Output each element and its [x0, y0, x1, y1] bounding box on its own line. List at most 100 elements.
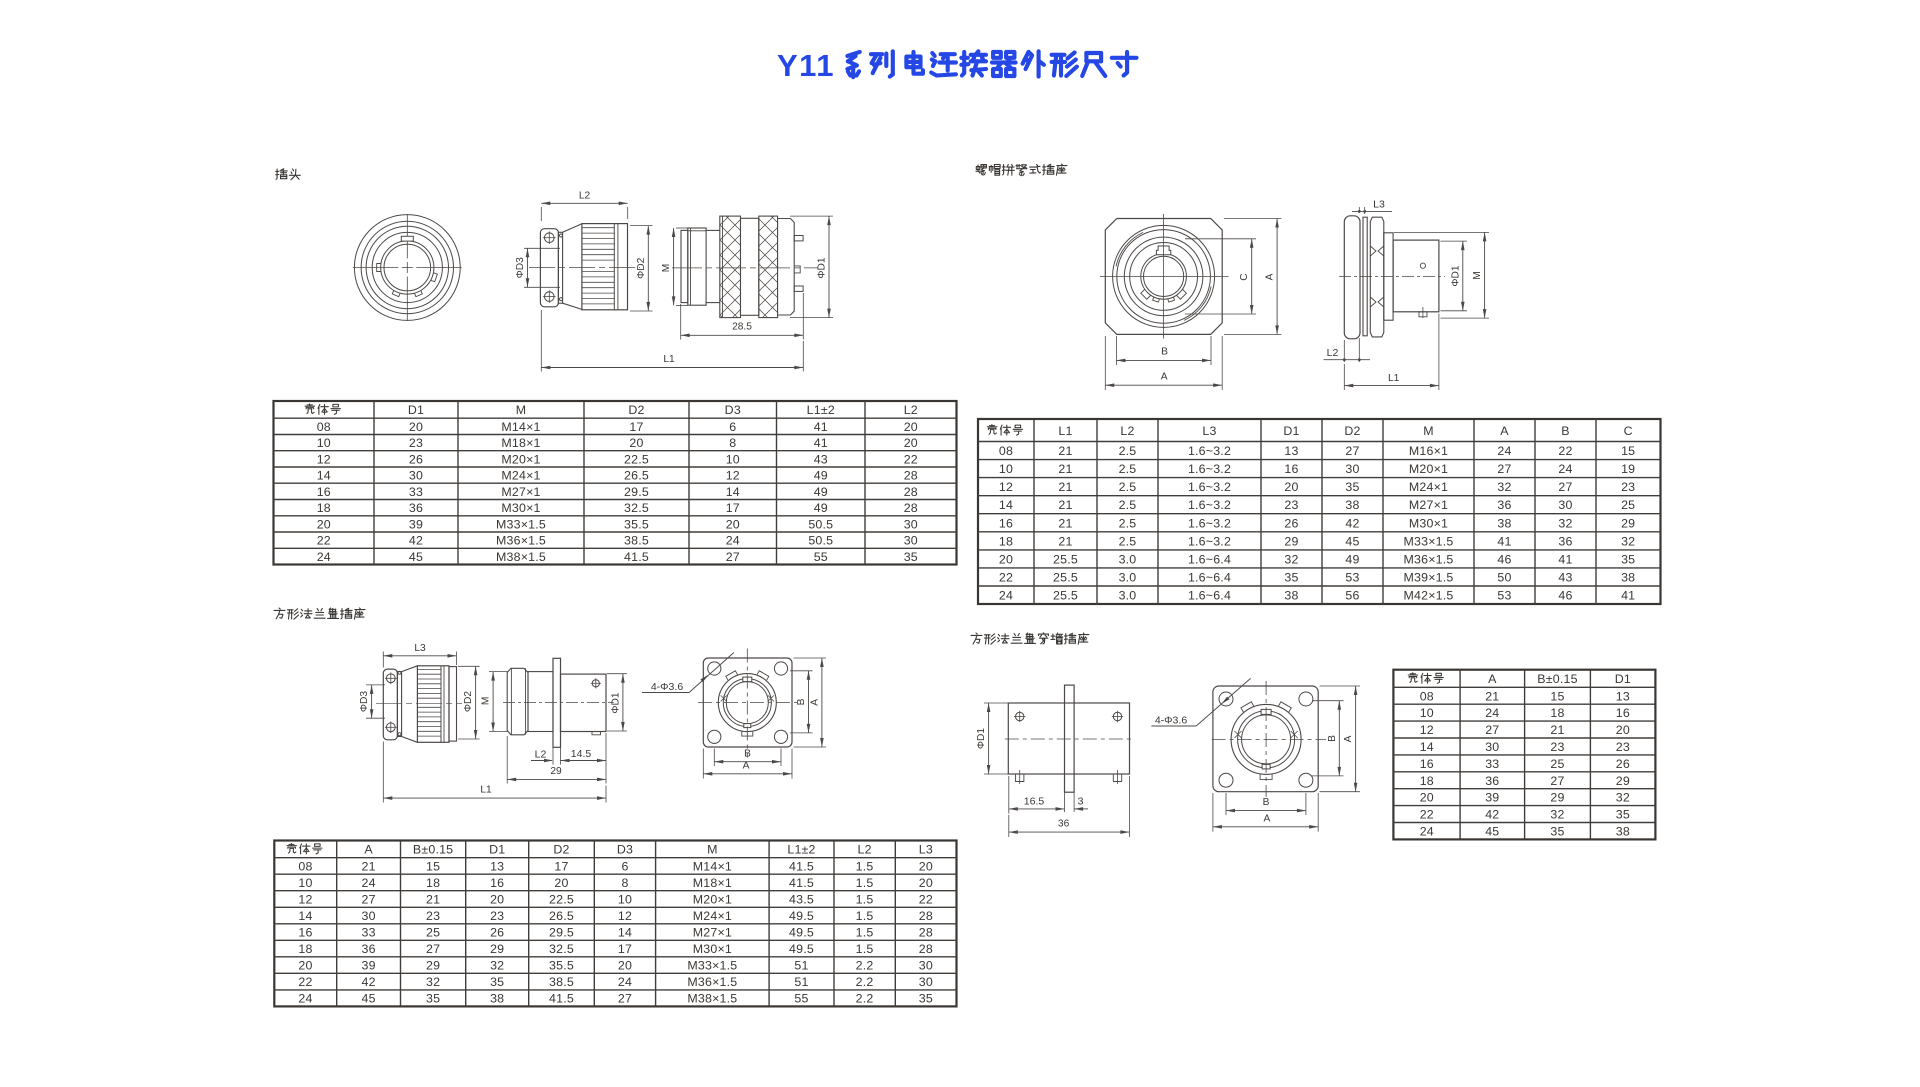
svg-text:35: 35: [490, 975, 504, 989]
svg-text:49: 49: [814, 501, 828, 515]
svg-text:14: 14: [317, 469, 331, 483]
svg-text:D2: D2: [628, 403, 644, 417]
svg-text:L2: L2: [535, 749, 547, 761]
svg-text:L3: L3: [414, 643, 426, 654]
svg-text:41.5: 41.5: [789, 860, 814, 874]
svg-text:M38×1.5: M38×1.5: [496, 550, 546, 564]
svg-text:49.5: 49.5: [789, 942, 814, 956]
svg-text:18: 18: [1550, 706, 1564, 720]
svg-text:24: 24: [1420, 825, 1434, 839]
svg-text:1.5: 1.5: [856, 860, 874, 874]
svg-text:L2: L2: [579, 191, 591, 202]
svg-text:10: 10: [317, 436, 331, 450]
svg-text:16: 16: [1284, 462, 1298, 476]
svg-text:32: 32: [1621, 534, 1635, 548]
svg-text:26: 26: [409, 452, 423, 466]
svg-text:L1±2: L1±2: [787, 843, 815, 857]
svg-text:32: 32: [1550, 808, 1564, 822]
svg-text:38: 38: [1497, 516, 1511, 530]
svg-text:29: 29: [1284, 534, 1298, 548]
svg-text:45: 45: [362, 992, 376, 1006]
svg-text:M20×1: M20×1: [1409, 462, 1448, 476]
svg-text:38.5: 38.5: [624, 534, 649, 548]
svg-text:49: 49: [1345, 552, 1359, 566]
svg-text:6: 6: [729, 420, 736, 434]
svg-text:B: B: [1161, 347, 1168, 358]
svg-text:10: 10: [726, 452, 740, 466]
svg-text:28.5: 28.5: [732, 322, 752, 333]
svg-text:20: 20: [726, 517, 740, 531]
svg-text:24: 24: [362, 876, 376, 890]
svg-text:43: 43: [1558, 570, 1572, 584]
svg-text:1.5: 1.5: [856, 909, 874, 923]
svg-text:ΦD1: ΦD1: [1450, 265, 1461, 286]
svg-text:39: 39: [1485, 791, 1499, 805]
svg-text:24: 24: [1497, 444, 1511, 458]
svg-text:M: M: [516, 403, 527, 417]
svg-text:55: 55: [814, 550, 828, 564]
svg-text:19: 19: [1621, 462, 1635, 476]
svg-text:18: 18: [999, 534, 1013, 548]
svg-text:4-Φ3.6: 4-Φ3.6: [1155, 715, 1187, 727]
svg-text:M42×1.5: M42×1.5: [1404, 589, 1454, 603]
svg-text:10: 10: [298, 876, 312, 890]
svg-text:M36×1.5: M36×1.5: [1404, 552, 1454, 566]
svg-text:16: 16: [317, 485, 331, 499]
svg-text:21: 21: [1058, 516, 1072, 530]
svg-text:38: 38: [1345, 498, 1359, 512]
svg-text:A: A: [743, 761, 750, 772]
svg-text:56: 56: [1345, 589, 1359, 603]
svg-text:2.2: 2.2: [856, 992, 874, 1006]
svg-text:21: 21: [1485, 689, 1499, 703]
svg-text:27: 27: [362, 893, 376, 907]
svg-text:20: 20: [298, 959, 312, 973]
svg-text:35: 35: [1550, 825, 1564, 839]
svg-text:49: 49: [814, 469, 828, 483]
svg-text:D1: D1: [489, 843, 505, 857]
svg-text:49.5: 49.5: [789, 909, 814, 923]
svg-text:38: 38: [1284, 589, 1298, 603]
svg-text:50.5: 50.5: [808, 517, 833, 531]
svg-text:2.5: 2.5: [1119, 534, 1137, 548]
svg-text:B±0.15: B±0.15: [1537, 672, 1577, 686]
svg-text:M16×1: M16×1: [1409, 444, 1448, 458]
svg-text:10: 10: [1420, 706, 1434, 720]
svg-text:49.5: 49.5: [789, 926, 814, 940]
svg-text:L1: L1: [663, 354, 675, 365]
svg-text:27: 27: [1497, 462, 1511, 476]
svg-text:26: 26: [1284, 516, 1298, 530]
svg-text:36: 36: [1497, 498, 1511, 512]
svg-text:12: 12: [726, 469, 740, 483]
svg-text:29.5: 29.5: [624, 485, 649, 499]
svg-text:2.5: 2.5: [1119, 480, 1137, 494]
svg-text:22: 22: [999, 570, 1013, 584]
svg-text:20: 20: [629, 436, 643, 450]
svg-text:14: 14: [618, 926, 632, 940]
svg-text:08: 08: [298, 860, 312, 874]
svg-text:36: 36: [1558, 534, 1572, 548]
svg-text:41: 41: [814, 420, 828, 434]
svg-text:1.5: 1.5: [856, 876, 874, 890]
svg-text:ΦD3: ΦD3: [515, 257, 526, 278]
svg-text:38: 38: [1616, 825, 1630, 839]
svg-text:1.6~3.2: 1.6~3.2: [1188, 534, 1231, 548]
svg-text:16: 16: [298, 926, 312, 940]
svg-text:30: 30: [919, 975, 933, 989]
svg-text:M33×1.5: M33×1.5: [496, 517, 546, 531]
svg-text:29: 29: [1550, 791, 1564, 805]
svg-text:21: 21: [1058, 444, 1072, 458]
svg-text:41.5: 41.5: [624, 550, 649, 564]
svg-text:M: M: [481, 697, 492, 706]
svg-text:B: B: [744, 749, 751, 760]
svg-text:Y11: Y11: [777, 48, 835, 83]
svg-text:32: 32: [426, 975, 440, 989]
svg-text:20: 20: [618, 959, 632, 973]
svg-text:8: 8: [729, 436, 736, 450]
svg-text:12: 12: [298, 893, 312, 907]
svg-text:21: 21: [1058, 498, 1072, 512]
svg-text:M: M: [1472, 271, 1483, 280]
svg-text:30: 30: [919, 959, 933, 973]
svg-text:08: 08: [317, 420, 331, 434]
svg-text:29: 29: [1616, 774, 1630, 788]
svg-text:1.6~3.2: 1.6~3.2: [1188, 480, 1231, 494]
